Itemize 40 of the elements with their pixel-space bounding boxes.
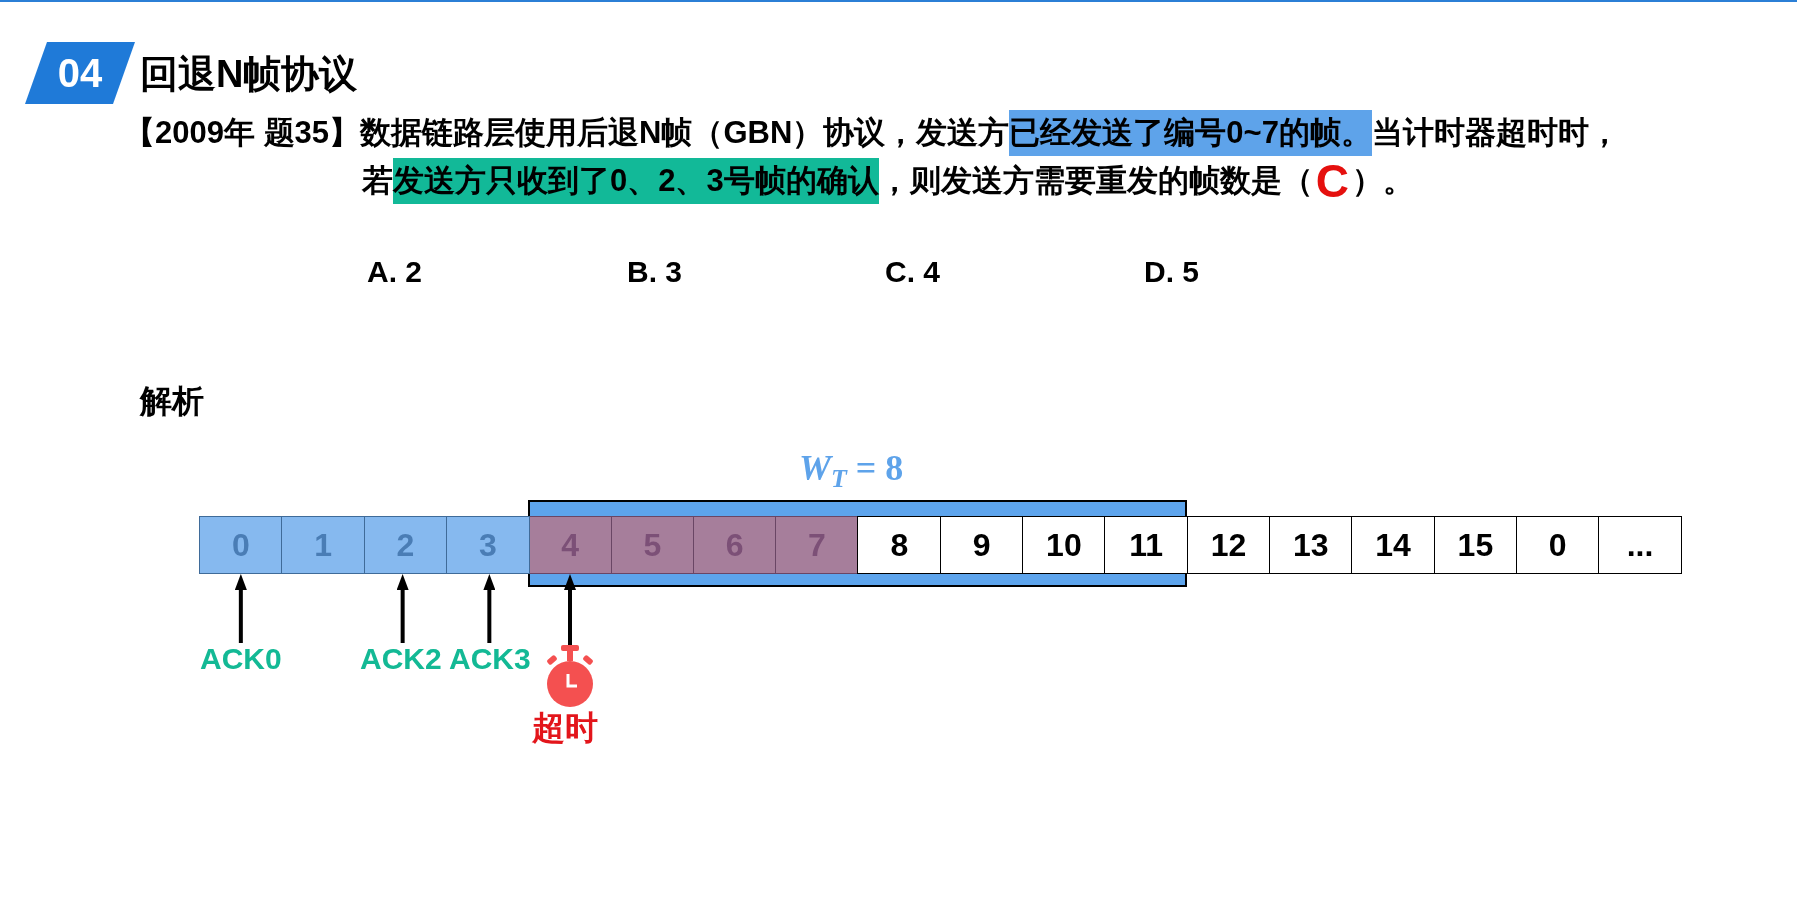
frame-cell: 12 bbox=[1186, 516, 1271, 574]
ack-label: ACK0 bbox=[200, 643, 282, 675]
arrow bbox=[564, 574, 576, 645]
frame-cell: 0 bbox=[199, 516, 283, 574]
frame-cell: 10 bbox=[1022, 516, 1106, 574]
frame-cell: 1 bbox=[281, 516, 366, 574]
question-text: 若 bbox=[362, 162, 393, 200]
frame-cell: 2 bbox=[363, 516, 448, 574]
question-text: ）。 bbox=[1351, 162, 1414, 200]
stopwatch-icon bbox=[544, 645, 596, 707]
section-number-badge: 04 bbox=[25, 42, 135, 104]
question-text: 当计时器超时时， bbox=[1371, 114, 1620, 152]
ack-label: ACK2 bbox=[360, 643, 442, 675]
frame-cell: 3 bbox=[445, 516, 530, 574]
frame-cell: ... bbox=[1598, 516, 1682, 574]
timeout-label: 超时 bbox=[532, 708, 598, 748]
highlighted-text: 已经发送了编号0~7的帧。 bbox=[1009, 110, 1372, 156]
frame-cell: 15 bbox=[1433, 516, 1518, 574]
answer-letter: C bbox=[1314, 158, 1350, 204]
arrow bbox=[396, 574, 409, 643]
section-heading: 解析 bbox=[140, 382, 204, 421]
arrow bbox=[483, 574, 496, 643]
arrow bbox=[234, 574, 247, 643]
slide-title: 回退N帧协议 bbox=[140, 52, 358, 97]
frame-cell: 11 bbox=[1104, 516, 1189, 574]
question-text: ，则发送方需要重发的帧数是（ bbox=[878, 162, 1313, 200]
answer-option: A. 2 bbox=[367, 252, 423, 292]
question-number: 【2009年 题35】 bbox=[124, 114, 361, 152]
highlighted-text: 发送方只收到了0、2、3号帧的确认 bbox=[393, 158, 879, 204]
question-text: 数据链路层使用后退N帧（GBN）协议，发送方 bbox=[360, 114, 1010, 152]
window-size-label: W$_{T}$ = 8 bbox=[799, 448, 904, 488]
frame-cell: 9 bbox=[939, 516, 1024, 574]
answer-option: B. 3 bbox=[627, 252, 683, 292]
ack-label: ACK3 bbox=[449, 643, 531, 675]
frame-cell: 14 bbox=[1351, 516, 1435, 574]
frame-cell: 0 bbox=[1515, 516, 1600, 574]
frame-cell: 8 bbox=[857, 516, 942, 574]
answer-option: C. 4 bbox=[885, 252, 941, 292]
frame-cell: 13 bbox=[1268, 516, 1353, 574]
answer-option: D. 5 bbox=[1144, 252, 1200, 292]
